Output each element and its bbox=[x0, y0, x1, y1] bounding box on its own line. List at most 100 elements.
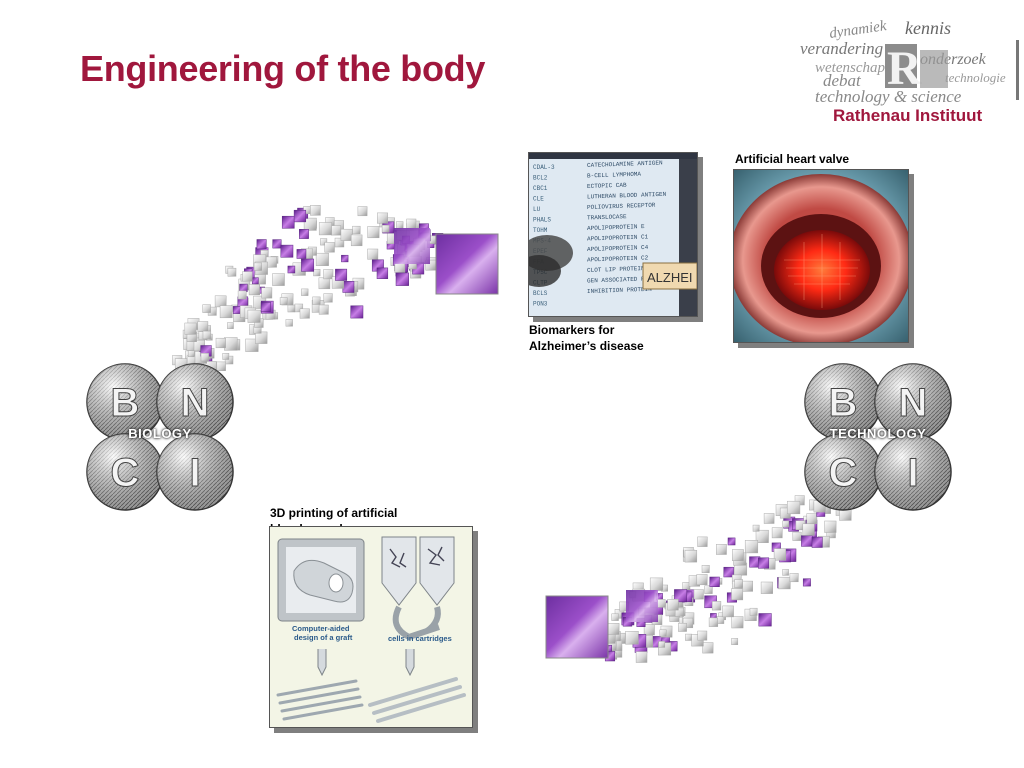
gray-square bbox=[249, 324, 260, 335]
gray-square bbox=[331, 276, 345, 289]
gray-square bbox=[604, 634, 614, 644]
gray-square bbox=[782, 569, 789, 576]
gray-square bbox=[667, 599, 679, 611]
gray-square bbox=[410, 267, 422, 279]
purple-square bbox=[255, 247, 269, 261]
gray-square bbox=[249, 284, 260, 295]
screen-row: APOLIPOPROTEIN C2 bbox=[587, 254, 649, 263]
purple-square bbox=[644, 607, 658, 621]
purple-square bbox=[432, 233, 444, 245]
gray-square bbox=[413, 238, 426, 251]
gray-square bbox=[629, 591, 637, 599]
gray-square bbox=[609, 645, 623, 658]
gray-square bbox=[792, 531, 802, 541]
gray-square bbox=[651, 614, 663, 625]
purple-square bbox=[371, 259, 384, 272]
gray-square bbox=[693, 589, 704, 600]
gray-square bbox=[619, 601, 630, 612]
gray-square bbox=[701, 565, 710, 573]
nbic-circle-shade bbox=[87, 434, 163, 510]
gray-square bbox=[787, 500, 801, 515]
gray-square bbox=[301, 288, 309, 296]
gray-square bbox=[367, 248, 379, 260]
gray-square bbox=[287, 304, 296, 313]
gray-square bbox=[647, 609, 658, 619]
purple-square bbox=[235, 307, 245, 316]
gray-square bbox=[643, 624, 655, 636]
gray-square bbox=[207, 306, 217, 316]
gray-square bbox=[198, 331, 208, 341]
purple-square bbox=[376, 267, 389, 279]
gray-square bbox=[239, 305, 253, 318]
gray-square bbox=[711, 601, 722, 611]
purple-square bbox=[727, 537, 736, 546]
nbic-letter: B bbox=[829, 381, 858, 425]
gray-square bbox=[607, 636, 619, 649]
gray-square bbox=[760, 581, 773, 594]
gray-square bbox=[222, 353, 230, 360]
gray-square bbox=[379, 219, 388, 228]
gray-square bbox=[612, 627, 619, 634]
heart-valve-caption: Artificial heart valve bbox=[735, 152, 850, 166]
gray-square bbox=[377, 212, 388, 224]
gray-square bbox=[632, 588, 646, 602]
nbic-circle-shade bbox=[805, 364, 881, 440]
gray-square bbox=[611, 639, 623, 651]
gray-square bbox=[215, 337, 226, 349]
screen-row: LUTHERAN BLOOD ANTIGEN bbox=[587, 191, 667, 201]
gray-square bbox=[803, 515, 814, 527]
purple-square bbox=[296, 249, 307, 259]
gray-square bbox=[399, 230, 411, 242]
gray-square bbox=[323, 269, 334, 280]
gray-square bbox=[347, 281, 359, 293]
big-purple-square bbox=[545, 595, 609, 659]
gray-square bbox=[182, 329, 192, 339]
gray-square bbox=[731, 638, 739, 645]
gray-square bbox=[261, 287, 273, 299]
gray-square bbox=[312, 296, 321, 305]
gray-square bbox=[715, 578, 723, 585]
gray-square bbox=[744, 608, 757, 621]
gray-square bbox=[614, 609, 625, 619]
gray-square bbox=[262, 309, 274, 320]
purple-square bbox=[655, 593, 663, 601]
gray-square bbox=[406, 223, 414, 231]
purple-square bbox=[400, 238, 408, 246]
gray-square bbox=[632, 582, 644, 594]
gray-square bbox=[685, 633, 693, 641]
gray-square bbox=[254, 261, 268, 275]
gray-square bbox=[752, 524, 760, 532]
gray-square bbox=[253, 325, 262, 334]
purple-square bbox=[232, 306, 241, 314]
gray-square bbox=[610, 631, 621, 642]
purple-square bbox=[237, 296, 249, 308]
gray-square bbox=[697, 536, 708, 547]
nbic-letter: B bbox=[111, 381, 140, 425]
gray-square bbox=[381, 224, 390, 233]
gray-square bbox=[795, 520, 806, 531]
purple-square bbox=[667, 641, 678, 652]
biomarkers-caption-line1: Biomarkers for bbox=[529, 323, 615, 337]
purple-square bbox=[643, 591, 655, 602]
gray-square bbox=[352, 225, 361, 235]
nbic-letter: N bbox=[181, 381, 210, 425]
gray-square bbox=[669, 611, 680, 622]
gray-square bbox=[410, 260, 422, 272]
gray-square bbox=[225, 265, 234, 274]
gray-square bbox=[662, 642, 671, 652]
screen-row: APOLIPOPROTEIN C1 bbox=[587, 233, 649, 242]
purple-square bbox=[805, 519, 818, 532]
gray-square bbox=[659, 629, 667, 637]
purple-square bbox=[386, 241, 396, 250]
gray-square bbox=[682, 549, 695, 562]
screen-code: BCLS bbox=[533, 290, 548, 297]
gray-square bbox=[669, 608, 678, 617]
nbic-circle-shade bbox=[875, 434, 951, 510]
gray-square bbox=[238, 278, 251, 291]
gray-square bbox=[183, 338, 195, 350]
gray-square bbox=[665, 602, 680, 617]
gray-square bbox=[412, 242, 423, 253]
gray-square bbox=[206, 333, 213, 341]
